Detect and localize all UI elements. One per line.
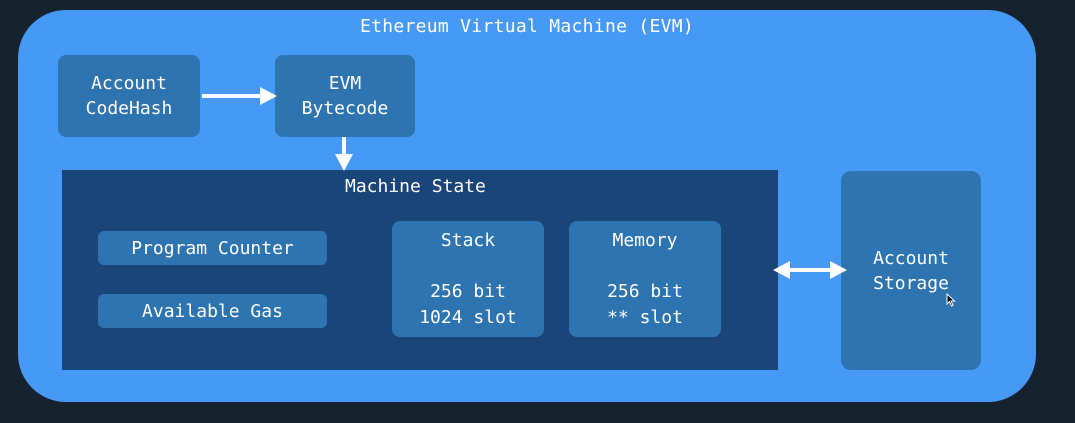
program-counter-label: Program Counter [131, 237, 294, 259]
account-storage-line1: Account [873, 247, 949, 269]
machine-state-box: Machine State Program Counter Available … [62, 170, 778, 370]
memory-title: Memory [612, 230, 678, 251]
account-codehash-box: Account CodeHash [58, 55, 200, 137]
available-gas-label: Available Gas [142, 300, 283, 322]
memory-slot-count: ** slot [607, 307, 683, 328]
memory-bit-size: 256 bit [607, 281, 683, 302]
arrow-bytecode-to-machine-state [335, 137, 353, 171]
stack-box: Stack 256 bit 1024 slot [392, 221, 544, 337]
account-storage-line2: Storage [873, 272, 949, 294]
available-gas-box: Available Gas [98, 294, 327, 328]
mouse-cursor-icon [946, 293, 956, 307]
stack-bit-size: 256 bit [430, 281, 506, 302]
machine-state-title: Machine State [345, 176, 486, 197]
evm-bytecode-box: EVM Bytecode [275, 55, 415, 137]
evm-bytecode-line2: Bytecode [301, 98, 389, 119]
program-counter-box: Program Counter [98, 231, 327, 265]
account-codehash-line1: Account [91, 73, 167, 94]
diagram-title: Ethereum Virtual Machine (EVM) [359, 16, 695, 37]
evm-bytecode-line1: EVM [328, 73, 362, 94]
arrow-codehash-to-bytecode [202, 87, 277, 105]
stack-slot-count: 1024 slot [419, 307, 517, 328]
stack-title: Stack [440, 230, 496, 251]
account-codehash-line2: CodeHash [85, 98, 173, 119]
memory-box: Memory 256 bit ** slot [569, 221, 721, 337]
account-storage-box: Account Storage [841, 171, 981, 370]
arrow-machine-state-storage-bidirectional [773, 261, 847, 279]
